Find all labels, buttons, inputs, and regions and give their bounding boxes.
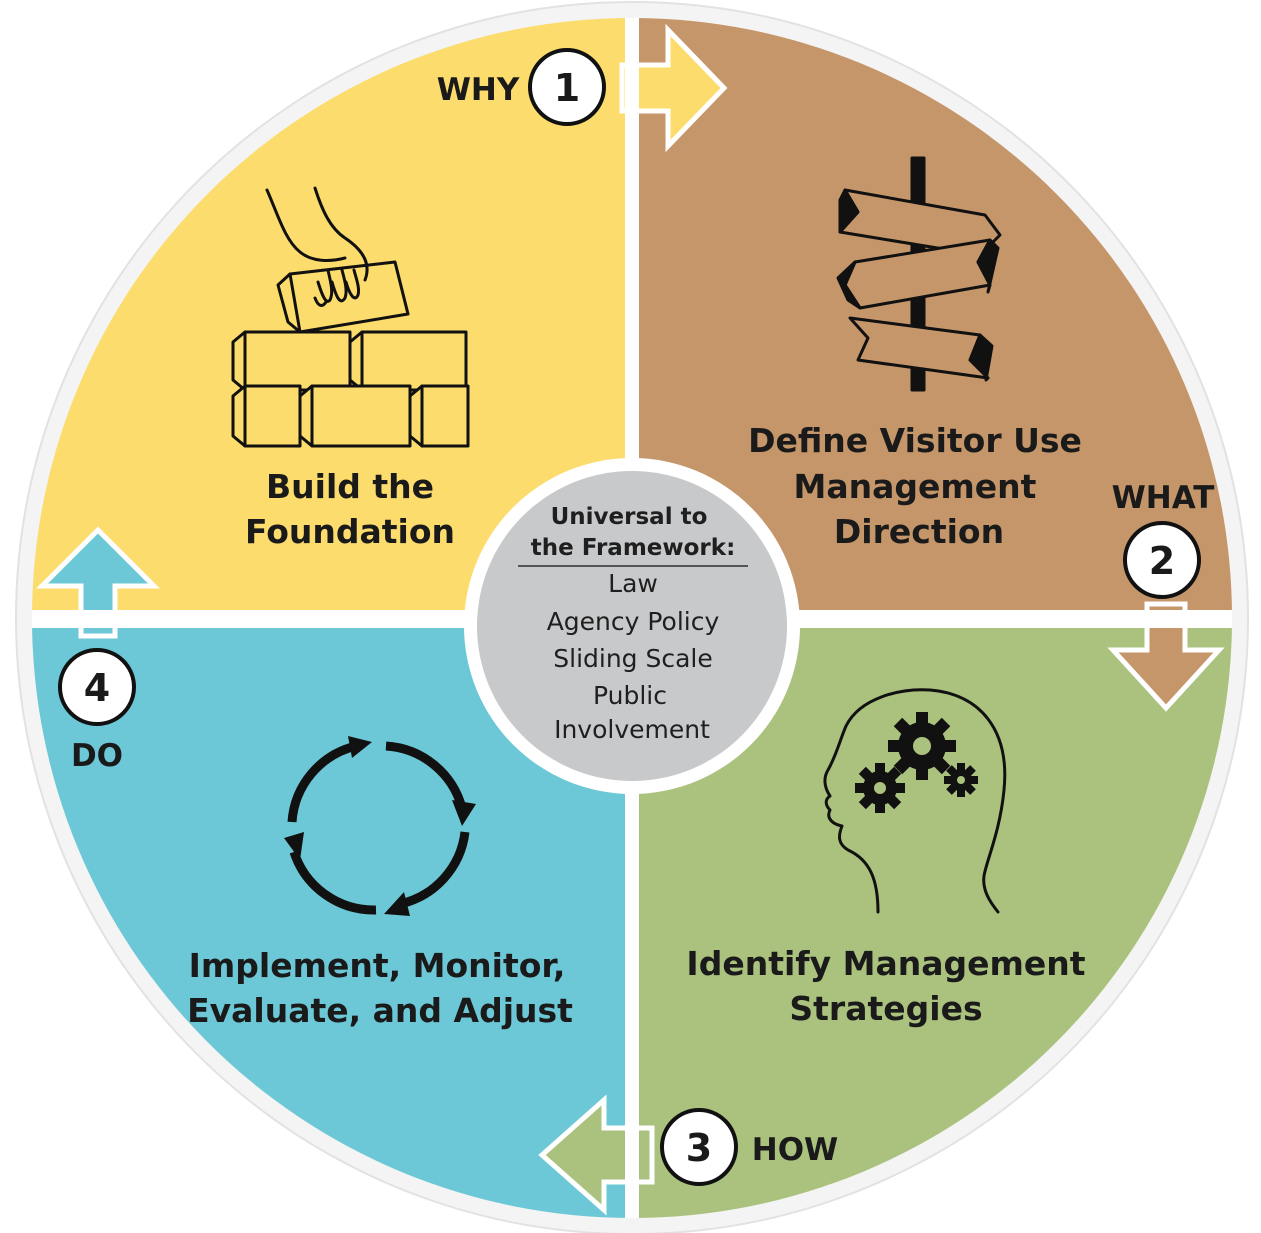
title-do: Implement, Monitor, Evaluate, and Adjust xyxy=(187,946,573,1030)
title-how-line-2: Strategies xyxy=(789,989,982,1028)
title-why-line-2: Foundation xyxy=(245,512,455,551)
title-why-line-1: Build the xyxy=(266,467,434,506)
step-number-circle-1 xyxy=(528,48,606,126)
step-number-3: 3 xyxy=(686,1126,712,1170)
step-badge-1: 1 WHY xyxy=(437,48,606,126)
title-how: Identify Management Strategies xyxy=(686,944,1085,1028)
center-content: Universal to the Framework: Law Agency P… xyxy=(518,504,748,744)
title-do-line-1: Implement, Monitor, xyxy=(189,946,566,985)
title-do-line-2: Evaluate, and Adjust xyxy=(187,991,573,1030)
signpost-icon xyxy=(836,156,1002,392)
title-how-line-1: Identify Management xyxy=(686,944,1085,983)
center-disc xyxy=(477,471,787,781)
step-word-what: WHAT xyxy=(1112,480,1215,516)
step-number-circle-3 xyxy=(660,1108,738,1186)
step-word-do: DO xyxy=(71,738,123,774)
step-word-why: WHY xyxy=(437,72,520,108)
center-item-agency-policy: Agency Policy xyxy=(547,607,720,636)
step-number-circle-2 xyxy=(1123,521,1201,599)
title-why: Build the Foundation xyxy=(245,467,455,551)
step-badge-2: 2 WHAT xyxy=(1112,480,1215,599)
step-number-2: 2 xyxy=(1149,539,1175,583)
center-heading-line-2: the Framework: xyxy=(531,535,736,561)
center-item-law: Law xyxy=(608,569,658,598)
title-what-line-3: Direction xyxy=(834,512,1004,551)
title-what-line-2: Management xyxy=(794,467,1037,506)
cycle-arrows-icon xyxy=(284,736,476,916)
step-word-how: HOW xyxy=(752,1132,839,1168)
brick-wall-icon xyxy=(231,186,470,448)
center-item-involvement: Involvement xyxy=(554,715,710,744)
center-heading-line-1: Universal to xyxy=(551,504,708,530)
step-number-4: 4 xyxy=(84,666,110,710)
arrow-how-to-do xyxy=(538,1094,655,1216)
step-badge-4: 4 DO xyxy=(58,648,136,774)
step-number-1: 1 xyxy=(554,66,580,110)
step-badge-3: 3 HOW xyxy=(660,1108,839,1186)
title-what: Define Visitor Use Management Direction xyxy=(748,421,1082,551)
title-what-line-1: Define Visitor Use xyxy=(748,421,1082,460)
center-item-public: Public xyxy=(593,681,667,710)
step-number-circle-4 xyxy=(58,648,136,726)
center-item-sliding-scale: Sliding Scale xyxy=(553,644,713,673)
